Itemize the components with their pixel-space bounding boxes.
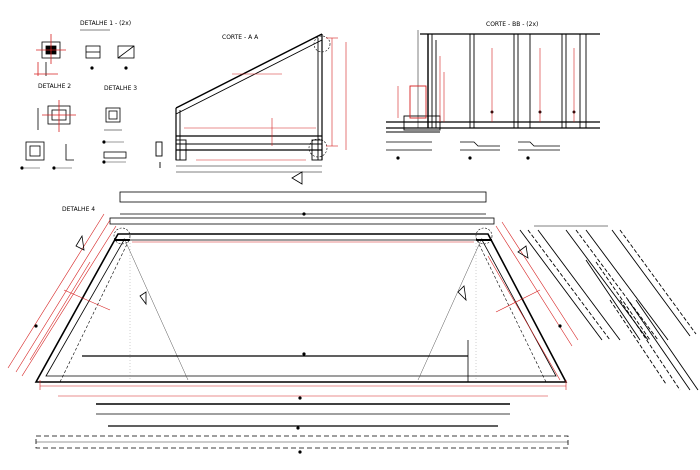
detail-2-title: DETALHE 2 — [38, 83, 72, 90]
plan-dimensions — [7, 213, 579, 397]
detail-3-title: DETALHE 3 — [104, 85, 138, 92]
plan-top-beams — [109, 191, 495, 225]
plan-bottom-beams — [35, 403, 569, 449]
section-bb-dimensions — [397, 48, 575, 122]
section-bb-drawing — [386, 30, 600, 133]
detail-2-drawing — [20, 100, 76, 170]
section-bb-title: CORTE - BB - (2x) — [486, 21, 539, 28]
section-aa-title: CORTE - A A — [222, 34, 259, 41]
view-arrow-icon — [291, 171, 303, 185]
plan-trapezoid-frame — [34, 227, 568, 383]
detail-1-title: DETALHE 1 - (2x) — [80, 20, 132, 27]
plan-markers — [34, 212, 562, 454]
detail-3-drawing — [102, 107, 127, 164]
detail-1-drawing — [34, 29, 135, 76]
section-bb-profiles — [386, 141, 560, 160]
section-aa-drawing — [155, 33, 331, 173]
section-aa-dimensions — [184, 37, 347, 161]
detail-4-title: DETALHE 4 — [62, 206, 96, 213]
rail-panels — [519, 225, 699, 391]
